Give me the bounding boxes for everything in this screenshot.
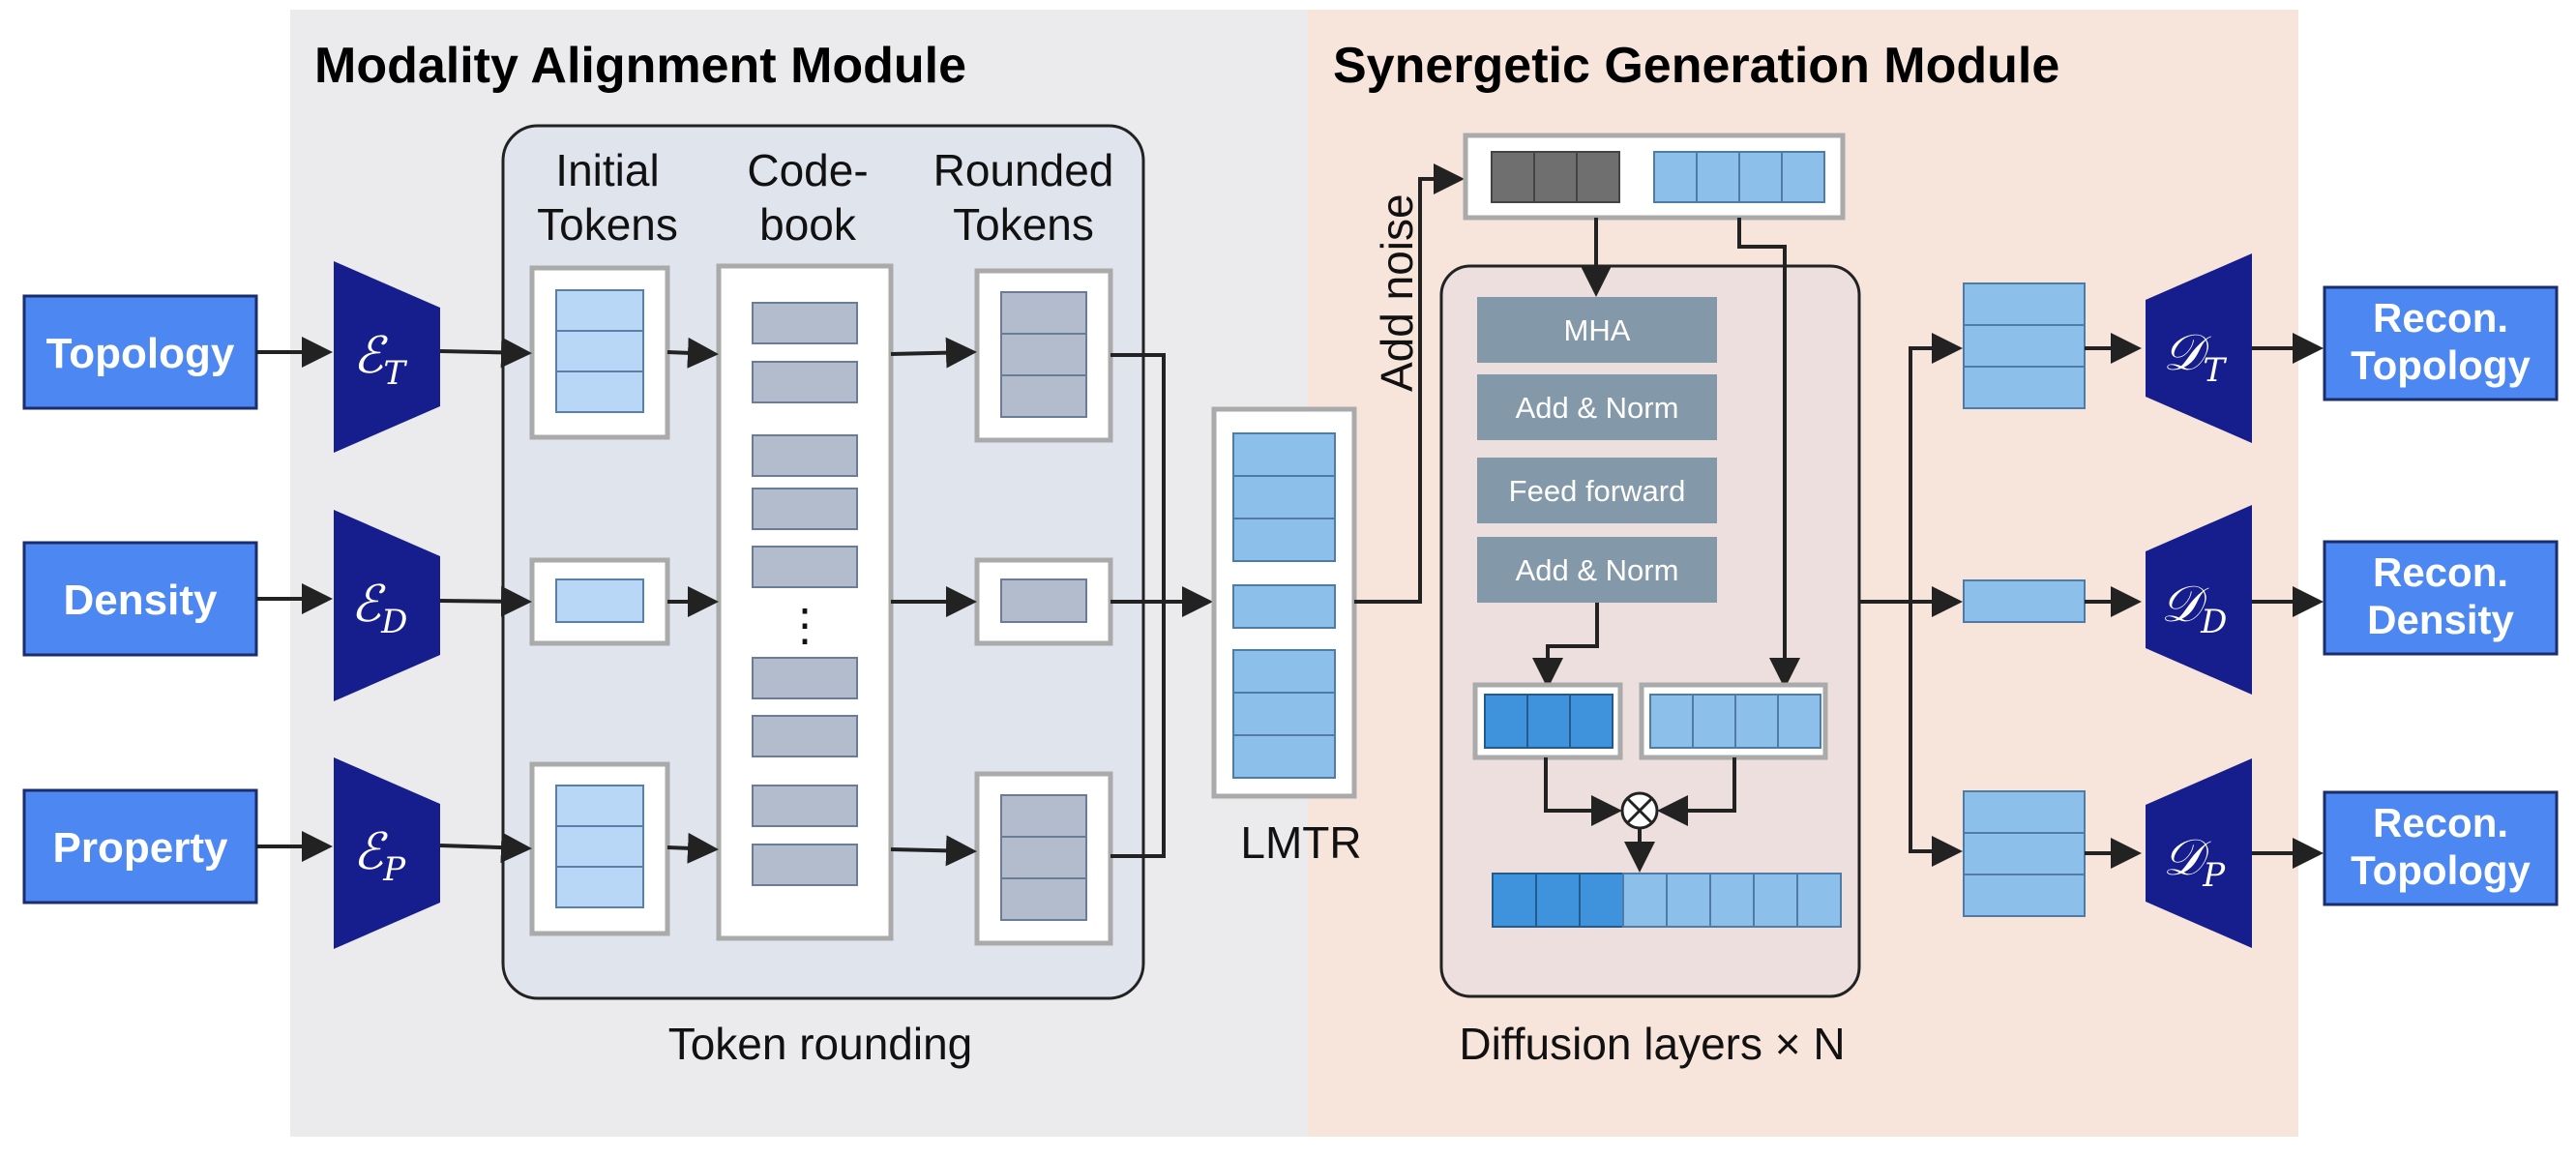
svg-text:ℰP: ℰP (353, 823, 406, 889)
lmtr-stack (1211, 406, 1357, 799)
rounded-tokens-heading-2: Tokens (953, 199, 1094, 250)
output-tokens-topology (1963, 282, 2086, 409)
encoder-topology: ℰT (334, 261, 440, 453)
output-recon-property: Recon. Topology (2323, 790, 2559, 906)
decoder-property-sub: P (2202, 856, 2226, 895)
condition-tokens (1639, 682, 1828, 760)
input-property-label: Property (53, 824, 228, 872)
codebook-ellipsis: ⋮ (783, 600, 827, 650)
svg-text:𝒟T: 𝒟T (2163, 324, 2228, 390)
output-recon-topology-line2: Topology (2351, 342, 2531, 388)
arrow-encD-initial (439, 585, 532, 617)
initial-tokens-heading-1: Initial (555, 145, 659, 195)
merge-bracket (1110, 353, 1166, 858)
encoder-property-sub: P (382, 850, 406, 889)
block-add-norm-1: Add & Norm (1477, 374, 1717, 440)
multiply-op (1620, 791, 1659, 830)
output-recon-property-line2: Topology (2351, 847, 2531, 893)
arrow-cond-combine (1657, 757, 1736, 826)
arrow-add-noise (1354, 163, 1465, 604)
output-tokens-density (1963, 579, 2086, 623)
encoder-density: ℰD (334, 510, 440, 701)
arrow-cond-tokens (1737, 218, 1800, 689)
input-density: Density (22, 541, 258, 657)
add-noise-label: Add noise (1372, 193, 1422, 392)
block-add-norm-2: Add & Norm (1477, 537, 1717, 603)
output-recon-density: Recon. Density (2323, 540, 2559, 656)
decoder-density: 𝒟D (2146, 505, 2252, 695)
decoder-topology-sub: T (2203, 351, 2227, 390)
svg-text:ℰT: ℰT (353, 327, 407, 393)
denoised-tokens (1472, 682, 1623, 760)
encoder-topology-sub: T (383, 354, 407, 393)
codebook-heading-2: book (759, 199, 857, 250)
output-recon-topology-line1: Recon. (2373, 295, 2508, 341)
rounded-tokens-density (974, 557, 1113, 646)
input-topology-label: Topology (46, 330, 235, 377)
block-mha: MHA (1477, 297, 1717, 363)
block-add-norm-1-label: Add & Norm (1516, 391, 1679, 425)
initial-tokens-property (529, 761, 670, 936)
arrow-norm-denoised (1532, 603, 1599, 689)
combined-tokens (1492, 873, 1842, 928)
input-density-label: Density (64, 577, 218, 624)
block-feed-forward: Feed forward (1477, 458, 1717, 523)
arrow-codebook-roundedP (890, 835, 977, 867)
initial-tokens-heading-2: Tokens (537, 199, 678, 250)
encoder-property-symbol: ℰ (353, 823, 388, 881)
arrow-denoised-combine (1544, 757, 1622, 826)
svg-text:𝒟P: 𝒟P (2163, 829, 2227, 895)
rounded-tokens-heading-1: Rounded (933, 145, 1114, 195)
decoder-topology: 𝒟T (2146, 253, 2252, 443)
noisy-token-bar (1463, 133, 1846, 221)
generation-module-title: Synergetic Generation Module (1333, 38, 2059, 94)
initial-tokens-density (529, 557, 670, 646)
decoder-property: 𝒟P (2146, 758, 2252, 948)
codebook: ⋮ (716, 263, 894, 941)
diffusion-layers-container (1439, 264, 1861, 998)
output-tokens-property (1963, 790, 2086, 917)
input-property: Property (22, 788, 258, 904)
block-feed-forward-label: Feed forward (1509, 474, 1686, 508)
token-rounding-caption: Token rounding (668, 1019, 973, 1069)
arrow-encT-initial (439, 337, 532, 369)
codebook-heading-1: Code- (747, 145, 868, 195)
output-recon-property-line1: Recon. (2373, 800, 2508, 845)
arrow-initialP-codebook (666, 832, 719, 864)
initial-tokens-topology (529, 265, 670, 440)
encoder-density-sub: D (380, 603, 407, 641)
input-topology: Topology (22, 294, 258, 410)
diffusion-caption: Diffusion layers × N (1459, 1019, 1845, 1069)
block-add-norm-2-label: Add & Norm (1516, 553, 1679, 587)
output-recon-density-line1: Recon. (2373, 549, 2508, 595)
block-mha-label: MHA (1564, 313, 1631, 347)
encoder-property: ℰP (334, 757, 440, 949)
arrow-initialT-codebook (666, 337, 719, 369)
decoder-density-sub: D (2200, 603, 2227, 641)
rounded-tokens-property (974, 771, 1113, 946)
svg-text:ℰD: ℰD (351, 576, 408, 641)
lmtr-label: LMTR (1240, 817, 1361, 868)
arrow-codebook-roundedT (890, 337, 977, 369)
alignment-module-title: Modality Alignment Module (314, 38, 966, 94)
encoder-topology-symbol: ℰ (353, 327, 388, 385)
output-recon-topology: Recon. Topology (2323, 285, 2559, 401)
output-recon-density-line2: Density (2367, 597, 2514, 642)
arrow-encP-initial (439, 832, 532, 864)
rounded-tokens-topology (974, 268, 1113, 443)
encoder-density-symbol: ℰ (351, 576, 386, 634)
